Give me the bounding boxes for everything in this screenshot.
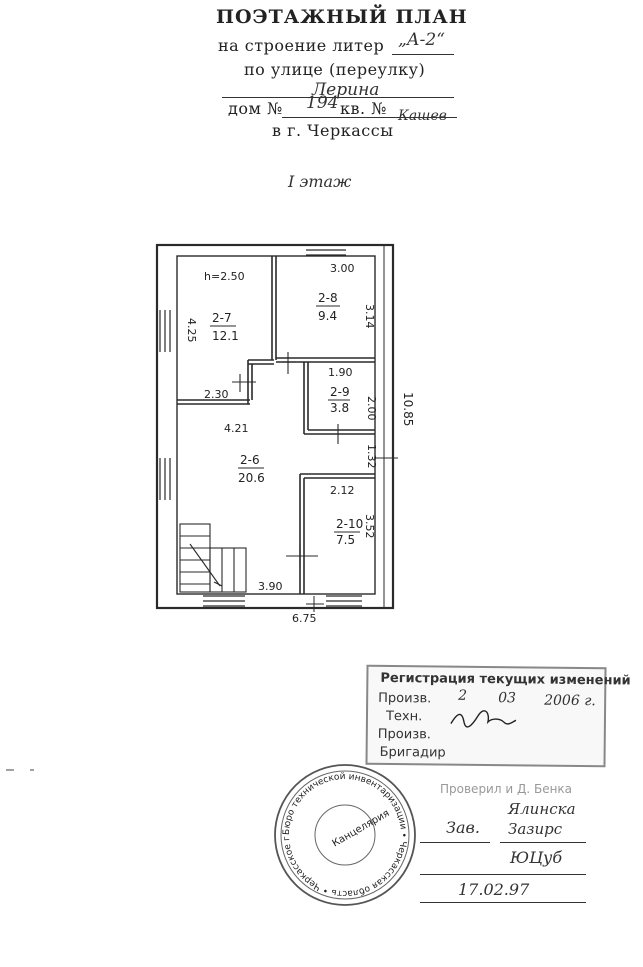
- litera-value: „А-2“: [398, 30, 445, 50]
- room-2-10: 2-10 7.5: [334, 517, 363, 547]
- room-area: 9.4: [318, 309, 337, 323]
- dim-675: 6.75: [292, 612, 317, 625]
- stamp-faded-line: Проверил и Д. Бенка: [440, 782, 573, 796]
- room-2-6: 2-6 20.6: [238, 453, 265, 485]
- dim-212: 2.12: [330, 484, 355, 497]
- stamp-row2-label: Техн.: [385, 708, 423, 725]
- dim-200: 2.00: [365, 396, 378, 421]
- dim-190: 1.90: [328, 366, 353, 379]
- room-2-7: 2-7 12.1: [210, 311, 239, 343]
- dim-230: 2.30: [204, 388, 229, 401]
- dimension-lines: [306, 245, 398, 612]
- street-value: Лерина: [312, 80, 380, 100]
- street-underline: [222, 97, 454, 98]
- room-id: 2-9: [330, 385, 350, 399]
- stamp-row1-month: 03: [498, 690, 517, 707]
- outer-wall-outer-line: [155, 243, 395, 610]
- stamp-row3-label: Произв.: [377, 726, 432, 743]
- window-left-lower: [159, 458, 171, 500]
- door-marks: [232, 352, 339, 567]
- city-line: в г. Черкассы: [272, 121, 394, 140]
- dim-314: 3.14: [363, 304, 376, 329]
- dim-1085: 10.85: [401, 392, 415, 426]
- handwritten-note: Кашев: [398, 108, 447, 124]
- apartment-label: кв. №: [340, 99, 387, 118]
- window-top: [306, 244, 346, 256]
- height-note: h=2.50: [204, 270, 245, 283]
- stamp-row1-label: Произв.: [378, 690, 432, 707]
- signoff-role: Зав.: [446, 818, 480, 837]
- signoff-initials: ЮЦуб: [510, 848, 563, 867]
- stamp-title: Регистрация текущих изменений: [380, 670, 631, 689]
- seal-center-text: Канцелярия: [331, 808, 392, 850]
- house-number: 194: [306, 93, 339, 113]
- signoff-name-line1: Ялинска: [508, 800, 576, 818]
- staircase: [179, 523, 247, 593]
- room-id: 2-8: [318, 291, 338, 305]
- dim-352: 3.52: [363, 514, 376, 539]
- signoff-date-underline: [420, 902, 586, 903]
- signoff-initials-underline: [420, 874, 586, 875]
- signoff-date: 17.02.97: [458, 880, 530, 899]
- signoff-name-line2: Зазирс: [508, 820, 563, 838]
- stamp-row1-year: 2006 г.: [544, 692, 596, 710]
- litera-underline: [392, 54, 454, 55]
- dim-425: 4.25: [185, 318, 198, 343]
- round-seal: Бюро технической инвентаризации • Черкас…: [272, 760, 416, 906]
- room-id: 2-7: [212, 311, 232, 325]
- window-left-upper: [159, 310, 171, 352]
- signoff-role-underline: [420, 842, 490, 843]
- room-area: 3.8: [330, 401, 349, 415]
- dim-300: 3.00: [330, 262, 355, 275]
- room-area: 7.5: [336, 533, 355, 547]
- interior-walls: [177, 256, 375, 594]
- registration-stamp: Регистрация текущих изменений Произв. 2 …: [365, 664, 631, 768]
- window-bottom-right: [326, 595, 362, 607]
- stamp-signature-icon: [450, 710, 517, 728]
- stamp-row4-label: Бригадир: [379, 744, 446, 761]
- window-bottom-left: [203, 595, 245, 607]
- document-title: ПОЭТАЖНЫЙ ПЛАН: [216, 6, 468, 28]
- floor-label: I этаж: [288, 172, 352, 191]
- dim-132: 1.32: [365, 444, 378, 469]
- stamp-row1-day: 2: [458, 687, 468, 704]
- seal-ring-text: Бюро технической инвентаризации • Черкас…: [272, 760, 408, 898]
- house-label: дом №: [228, 99, 283, 118]
- street-line-label: по улице (переулку): [244, 60, 426, 79]
- signoff-name-underline: [500, 842, 586, 843]
- house-underline: [282, 117, 457, 118]
- room-area: 20.6: [238, 471, 265, 485]
- room-2-9: 2-9 3.8: [328, 385, 350, 415]
- dim-421: 4.21: [224, 422, 249, 435]
- room-id: 2-6: [240, 453, 260, 467]
- structure-line-label: на строение литер: [218, 36, 385, 55]
- room-id: 2-10: [336, 517, 363, 531]
- room-area: 12.1: [212, 329, 239, 343]
- room-2-8: 2-8 9.4: [316, 291, 340, 323]
- dim-390: 3.90: [258, 580, 283, 593]
